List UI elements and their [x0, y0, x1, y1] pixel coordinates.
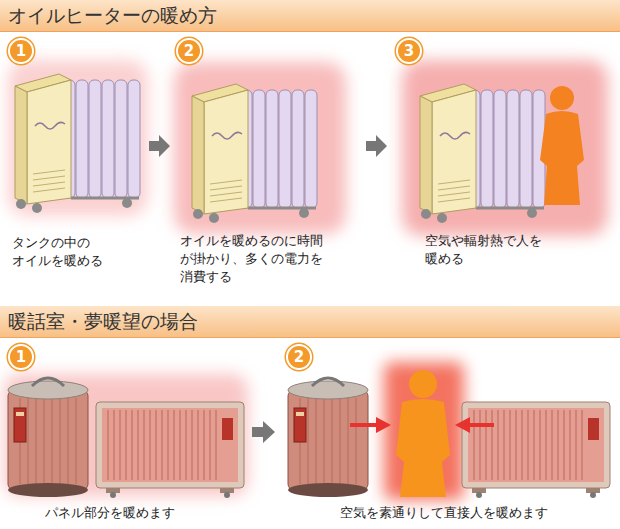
round-heater: [288, 378, 368, 497]
step-arrow: [366, 135, 387, 157]
step-caption: 空気を素通りして直接人を暖めます: [340, 504, 548, 522]
person-figure: [409, 370, 437, 398]
step-arrow: [252, 421, 275, 443]
person-figure: [540, 111, 584, 205]
callout-number: 2: [184, 44, 194, 59]
heat-arrow: [455, 417, 494, 433]
step-caption: オイルを暖めるのに時間 が掛かり、多くの電力を 消費する: [180, 232, 332, 287]
callout-number: 1: [16, 44, 26, 59]
callout-number: 2: [294, 350, 304, 365]
callout-number: 3: [404, 44, 414, 59]
person-figure: [550, 86, 574, 110]
heat-glow: [174, 62, 346, 234]
section-band: オイルヒーターの暖め方: [0, 0, 620, 32]
heat-arrow: [350, 417, 391, 433]
panel-heater: [462, 402, 610, 498]
step-number-circle: 1: [8, 344, 34, 370]
panel-heater: [96, 402, 244, 498]
person-figure: [540, 86, 584, 205]
heat-arrow: [376, 417, 391, 433]
step-arrow: [149, 135, 170, 157]
step-number-circle: 3: [396, 38, 422, 64]
step-caption: 空気や輻射熱で人を 暖める: [425, 232, 553, 268]
section-heading: 暖話室・夢暖望の場合: [0, 309, 198, 335]
heat-arrow: [468, 423, 494, 427]
oil-heater: [192, 84, 317, 223]
step-caption: タンクの中の オイルを暖める: [12, 234, 112, 270]
step-number-circle: 2: [286, 344, 312, 370]
person-figure: [396, 370, 450, 497]
section-heading: オイルヒーターの暖め方: [0, 3, 217, 29]
heat-glow: [8, 60, 148, 216]
oil-heater: [420, 84, 545, 223]
section-band: 暖話室・夢暖望の場合: [0, 306, 620, 338]
heat-arrow: [455, 417, 470, 433]
heat-glow: [402, 60, 608, 236]
step-caption: パネル部分を暖めます: [45, 504, 175, 522]
step-number-circle: 1: [8, 38, 34, 64]
step-number-circle: 2: [176, 38, 202, 64]
heat-arrow: [350, 423, 378, 427]
callout-number: 1: [16, 350, 26, 365]
round-heater: [8, 378, 88, 497]
heat-glow: [384, 362, 464, 500]
oil-heater: [15, 74, 140, 213]
person-figure: [396, 399, 450, 497]
